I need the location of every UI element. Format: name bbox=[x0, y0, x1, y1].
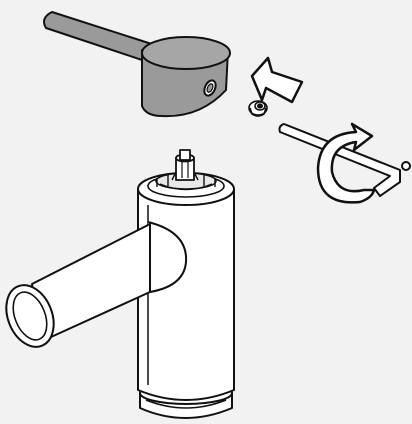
faucet-body bbox=[138, 173, 234, 418]
set-screw bbox=[249, 101, 267, 116]
cartridge-stem bbox=[172, 150, 198, 180]
handle-lever bbox=[44, 12, 230, 116]
insert-arrow bbox=[252, 58, 302, 102]
